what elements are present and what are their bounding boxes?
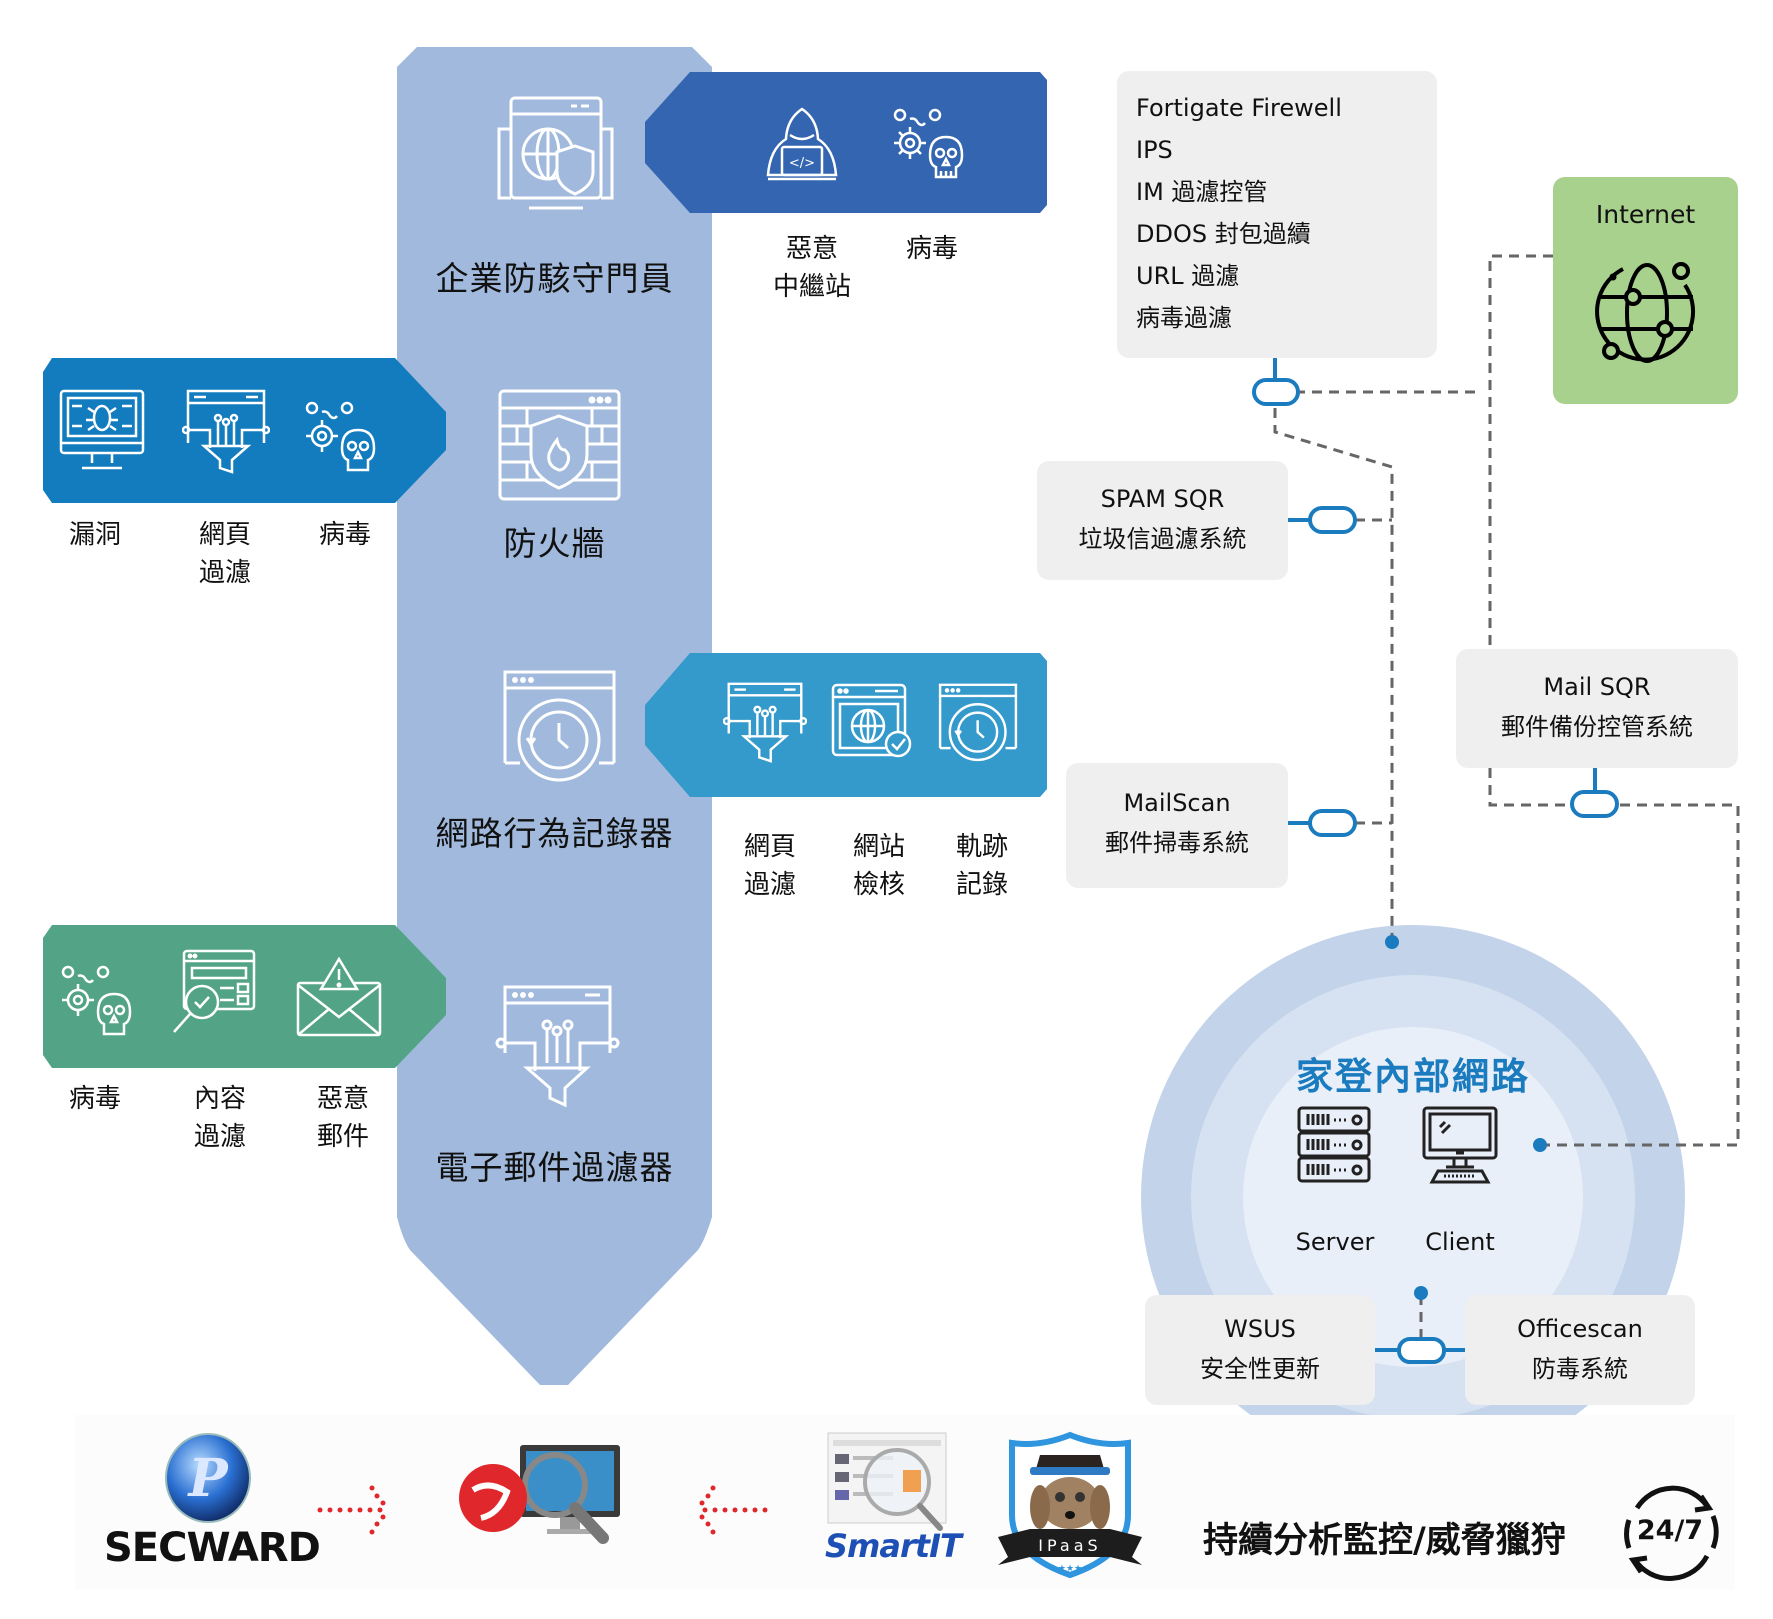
network-circle-inner [1243, 1027, 1583, 1367]
spam-sqr-title: SPAM SQR [1100, 485, 1225, 513]
wsus-box: WSUS 安全性更新 [1145, 1295, 1375, 1405]
connector-fortigate [1252, 378, 1300, 406]
svg-text:★★★★★: ★★★★★ [1050, 1564, 1090, 1574]
dotted-arrow-left-icon [680, 1480, 770, 1544]
label-virus-email: 病毒 [68, 1084, 121, 1114]
server-rack-icon [1296, 1105, 1372, 1189]
section-title-email: 電子郵件過濾器 [435, 1148, 674, 1187]
mail-sqr-title: Mail SQR [1543, 673, 1651, 701]
connector-mailsqr [1570, 790, 1619, 818]
hacker-icon: </> [762, 105, 842, 189]
fortigate-line: IM 過濾控管 [1136, 178, 1268, 206]
server-label: Server [1295, 1228, 1375, 1256]
internet-box: Internet [1553, 177, 1738, 404]
label-web-filter-recorder: 網頁 過濾 [743, 832, 796, 900]
label-website-check: 網站 檢核 [852, 832, 905, 900]
link-internet-vertical [1488, 254, 1553, 650]
smartit-text: SmartIT [825, 1527, 962, 1565]
history-icon [938, 682, 1018, 766]
officescan-box: Officescan 防毒系統 [1465, 1295, 1695, 1405]
security-column [397, 47, 712, 1385]
wsus-title: WSUS [1224, 1315, 1296, 1343]
dashed-connections [1273, 254, 1740, 1340]
fortigate-line: DDOS 封包過續 [1136, 220, 1311, 248]
connector-mailscan [1308, 809, 1357, 837]
svg-text:P: P [186, 1448, 229, 1509]
desktop-computer-icon [1420, 1105, 1500, 1189]
badge-24-7: 24/7 [1636, 1515, 1704, 1546]
svg-text:IPaaS: IPaaS [1038, 1536, 1101, 1555]
label-malicious-relay: 惡意 中繼站 [772, 234, 851, 302]
spam-sqr-subtitle: 垃圾信過濾系統 [1078, 525, 1247, 553]
svg-text:</>: </> [789, 156, 815, 171]
panel-gatekeeper [645, 72, 1047, 213]
virus-skull-icon [890, 105, 972, 191]
globe-network-icon [1593, 255, 1701, 367]
virus-skull-icon [58, 962, 140, 1048]
label-trace-log: 軌跡 記錄 [955, 832, 1008, 900]
link-fortigate-trunk [1273, 408, 1394, 942]
ipaas-logo: IPaaS ★★★★★ [990, 1425, 1150, 1594]
client-label: Client [1425, 1228, 1495, 1256]
connection-dots [1385, 935, 1547, 1300]
link-mailsqr-right [1540, 803, 1740, 1147]
fortigate-box: Fortigate Firewell IPS IM 過濾控管 DDOS 封包過續… [1117, 71, 1437, 358]
label-vulnerability: 漏洞 [68, 520, 121, 550]
monitor-bug-icon [58, 388, 146, 480]
web-filter-icon [722, 680, 808, 770]
firewall-icon [497, 388, 622, 507]
virus-skull-icon [302, 398, 384, 484]
fortigate-line: IPS [1136, 136, 1173, 164]
section-title-gatekeeper: 企業防駭守門員 [435, 259, 674, 298]
mailscan-subtitle: 郵件掃毒系統 [1105, 829, 1249, 857]
web-filter-icon [181, 388, 271, 480]
fortigate-line: 病毒過濾 [1136, 304, 1232, 332]
connector-spam [1308, 506, 1357, 534]
secward-logo: P [100, 1430, 315, 1574]
slogan-text: 持續分析監控/威脅獵狩 [1203, 1521, 1566, 1561]
mailscan-title: MailScan [1123, 789, 1231, 817]
label-virus-firewall: 病毒 [318, 520, 371, 550]
connectors [1252, 358, 1619, 1364]
internal-network-title: 家登內部網路 [1296, 1055, 1530, 1098]
internet-label: Internet [1595, 200, 1696, 229]
section-title-firewall: 防火牆 [503, 524, 606, 563]
mailscan-box: MailScan 郵件掃毒系統 [1066, 763, 1288, 888]
mail-warning-icon [295, 955, 385, 1043]
fortigate-line: URL 過濾 [1136, 262, 1240, 290]
section-title-recorder: 網路行為記錄器 [435, 814, 674, 853]
mail-sqr-subtitle: 郵件備份控管系統 [1501, 713, 1693, 741]
trendmicro-logo [455, 1440, 635, 1554]
mail-sqr-box: Mail SQR 郵件備份控管系統 [1456, 649, 1738, 768]
smartit-logo [825, 1430, 955, 1544]
funnel-filter-icon [495, 983, 620, 1112]
wsus-subtitle: 安全性更新 [1200, 1355, 1320, 1383]
secward-text: SECWARD [104, 1525, 321, 1571]
web-shield-icon [493, 94, 618, 218]
label-virus-gatekeeper: 病毒 [905, 234, 958, 264]
web-globe-check-icon [830, 682, 914, 766]
fortigate-features: Fortigate Firewell IPS IM 過濾控管 DDOS 封包過續… [1117, 71, 1437, 339]
label-malicious-mail: 惡意 郵件 [316, 1084, 369, 1152]
fortigate-line: Fortigate Firewell [1136, 94, 1342, 122]
label-web-filter-firewall: 網頁 過濾 [198, 520, 251, 588]
spam-sqr-box: SPAM SQR 垃圾信過濾系統 [1037, 461, 1288, 580]
cycle-arrows-icon [1615, 1478, 1725, 1592]
dotted-arrow-right-icon [315, 1480, 405, 1544]
link-mailsqr-left [1488, 768, 1565, 807]
label-content-filter: 內容 過濾 [193, 1084, 246, 1152]
connector-endpoint [1397, 1337, 1446, 1364]
officescan-title: Officescan [1517, 1315, 1643, 1343]
history-icon [502, 668, 617, 787]
officescan-subtitle: 防毒系統 [1532, 1355, 1628, 1383]
content-search-icon [168, 948, 258, 1042]
